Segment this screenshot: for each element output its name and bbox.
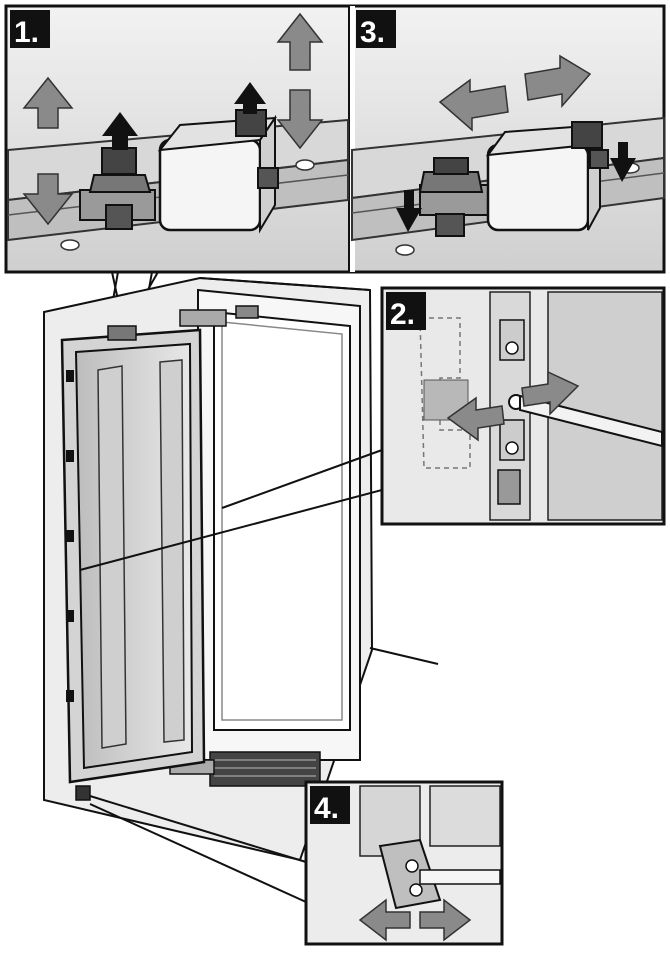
step-1-badge: 1. [10,10,50,49]
step-2-detail-panel: 2. [380,286,666,526]
left-right-arrows-step3 [396,54,636,232]
step-3-label: 3. [360,16,385,49]
step-1-label: 1. [14,16,39,49]
up-down-arrows-step1 [22,12,324,226]
hinge-block-step3 [418,121,609,237]
step-4-label: 4. [314,792,339,825]
step-2-label: 2. [390,298,415,331]
step-4-detail-panel: 4. [304,780,504,946]
hinge-block-step1 [79,109,279,234]
callout-lines-step4 [89,795,307,903]
cabinet-illustration [43,276,439,862]
top-detail-panel: 1. 3. [4,4,666,274]
step-3-badge: 3. [356,10,396,49]
callout-lines-step2 [79,449,383,571]
